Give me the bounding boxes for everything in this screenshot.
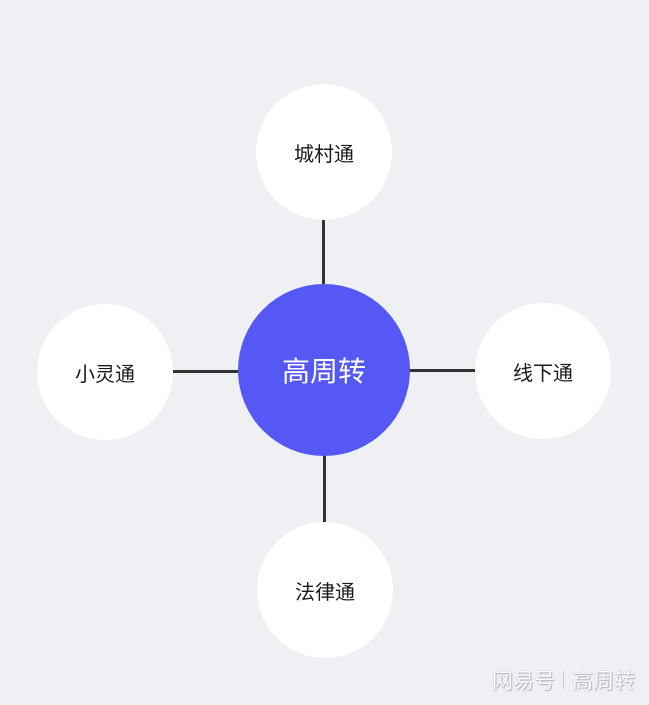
node-label: 法律通 xyxy=(295,579,355,604)
hub-node: 高周转 xyxy=(238,284,410,456)
node-right: 线下通 xyxy=(475,303,611,439)
node-label: 城村通 xyxy=(294,141,354,166)
connector-left xyxy=(172,370,240,373)
node-label: 小灵通 xyxy=(75,361,135,386)
node-label: 线下通 xyxy=(513,360,573,385)
node-top: 城村通 xyxy=(256,84,392,220)
hub-label: 高周转 xyxy=(281,355,366,388)
node-bottom: 法律通 xyxy=(257,522,393,658)
watermark-account: 高周转 xyxy=(572,669,635,693)
connector-right xyxy=(409,369,475,372)
node-left: 小灵通 xyxy=(37,304,173,440)
watermark-platform: 网易号 xyxy=(492,669,555,693)
connector-bottom xyxy=(323,455,326,523)
connector-top xyxy=(322,218,325,286)
watermark: 网易号 高周转 xyxy=(492,665,635,695)
watermark-divider xyxy=(563,671,564,689)
